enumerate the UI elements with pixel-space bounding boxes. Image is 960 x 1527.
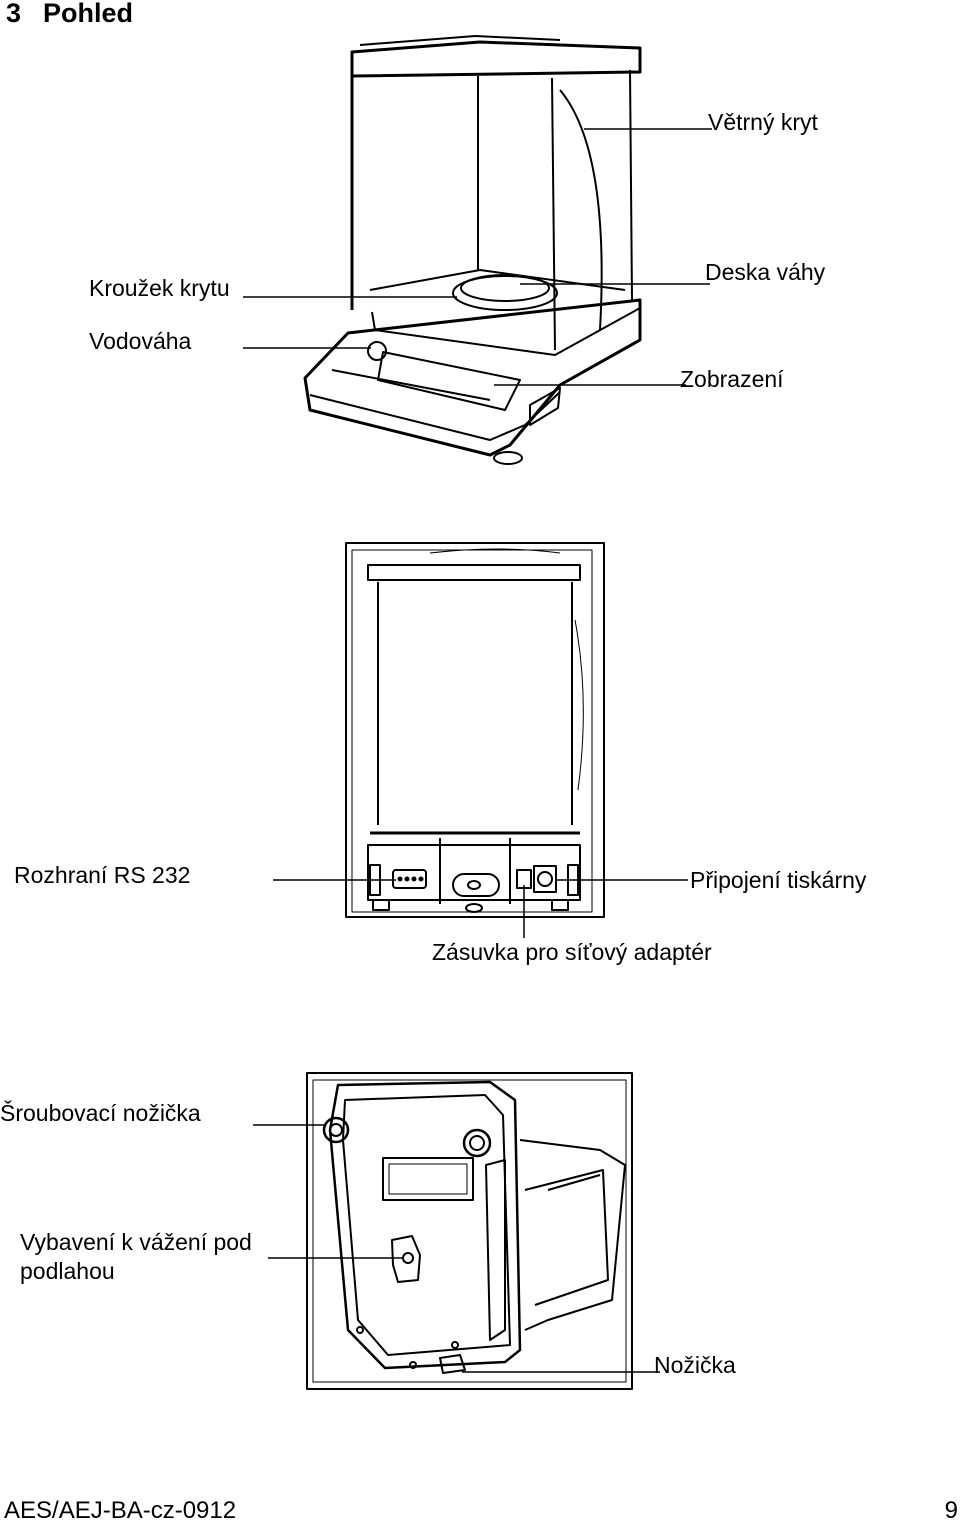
label-underfloor-weighing: Vybavení k vážení pod podlahou (20, 1229, 252, 1284)
label-cover-ring: Kroužek krytu (89, 275, 230, 301)
label-adapter-socket: Zásuvka pro síťový adaptér (432, 939, 712, 965)
section-title: Pohled (43, 0, 134, 28)
balance-underside-drawing (306, 1072, 633, 1390)
label-weighing-pan: Deska váhy (705, 259, 826, 285)
label-foot: Nožička (654, 1352, 736, 1378)
label-wind-cover: Větrný kryt (708, 109, 818, 135)
balance-back-view-drawing (345, 542, 605, 918)
label-display: Zobrazení (680, 366, 784, 392)
footer-doc-code: AES/AEJ-BA-cz-0912 (4, 1497, 237, 1524)
label-printer-port: Připojení tiskárny (690, 867, 867, 893)
balance-perspective-drawing (303, 35, 642, 465)
label-rs232: Rozhraní RS 232 (14, 862, 191, 888)
section-number: 3 (6, 0, 22, 28)
label-spirit-level: Vodováha (89, 328, 192, 354)
footer-page-number: 9 (944, 1497, 958, 1524)
section-heading: 3 Pohled (6, 0, 133, 29)
label-screw-foot: Šroubovací nožička (0, 1100, 201, 1126)
